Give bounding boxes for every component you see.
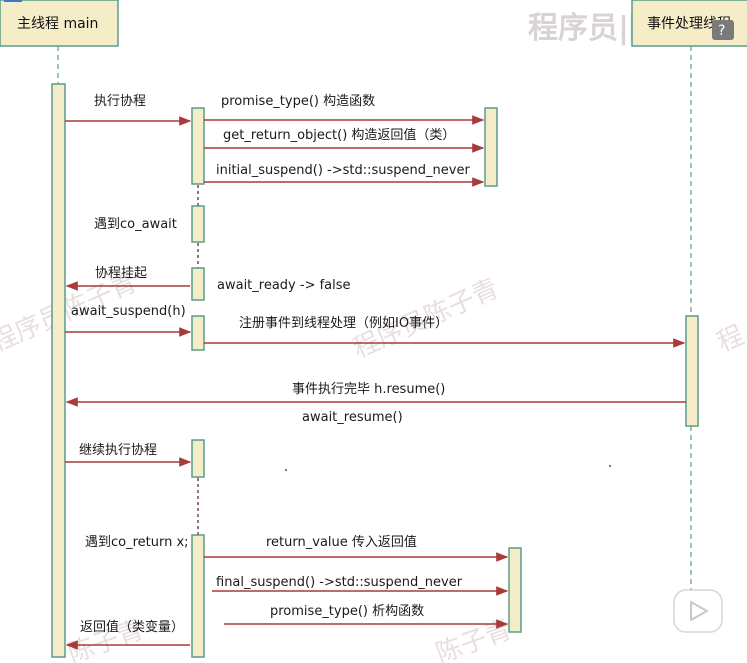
promise-activation-2 [508, 547, 522, 633]
label-await-ready: await_ready -> false [217, 278, 351, 293]
label-meet-co-return: 遇到co_return x; [85, 535, 189, 550]
label-get-return-object: get_return_object() 构造返回值（类） [223, 127, 455, 143]
label-promise-dtor: promise_type() 析构函数 [270, 604, 424, 619]
play-icon[interactable] [673, 589, 723, 633]
label-exec-coroutine: 执行协程 [94, 94, 146, 109]
label-initial-suspend: initial_suspend() ->std::suspend_never [216, 163, 470, 178]
label-coroutine-suspend: 协程挂起 [95, 266, 147, 281]
promise-activation-1 [484, 107, 498, 187]
label-promise-ctor: promise_type() 构造函数 [221, 94, 375, 109]
coroutine-activation-5 [191, 439, 205, 478]
coroutine-activation-1 [191, 107, 205, 185]
watermark-bottom-center: 陈子青 [432, 615, 516, 663]
label-await-resume: await_resume() [302, 410, 403, 425]
label-final-suspend: final_suspend() ->std::suspend_never [216, 575, 463, 590]
main-thread-title: 主线程 main [17, 16, 98, 32]
label-meet-co-await: 遇到co_await [94, 217, 177, 232]
event-activation [685, 315, 699, 427]
coroutine-activation-6 [191, 534, 205, 658]
watermark-right: 程 [713, 320, 747, 358]
coroutine-activation-4 [191, 315, 205, 351]
label-register-event: 注册事件到线程处理（例如IO事件） [239, 315, 448, 331]
coroutine-activation-2 [191, 205, 205, 243]
label-return-value: return_value 传入返回值 [266, 534, 417, 550]
event-thread-title: 事件处理线程 [647, 16, 731, 32]
help-icon[interactable]: ? [712, 20, 734, 40]
coroutine-activation-3 [191, 267, 205, 301]
label-return-value-back: 返回值（类变量） [80, 619, 184, 635]
main-activation [51, 83, 66, 658]
svg-text:?: ? [718, 23, 725, 39]
label-continue-exec: 继续执行协程 [79, 443, 157, 458]
label-await-suspend: await_suspend(h) [71, 304, 186, 319]
main-thread-header [0, 0, 119, 47]
label-event-done: 事件执行完毕 h.resume() [292, 382, 445, 397]
